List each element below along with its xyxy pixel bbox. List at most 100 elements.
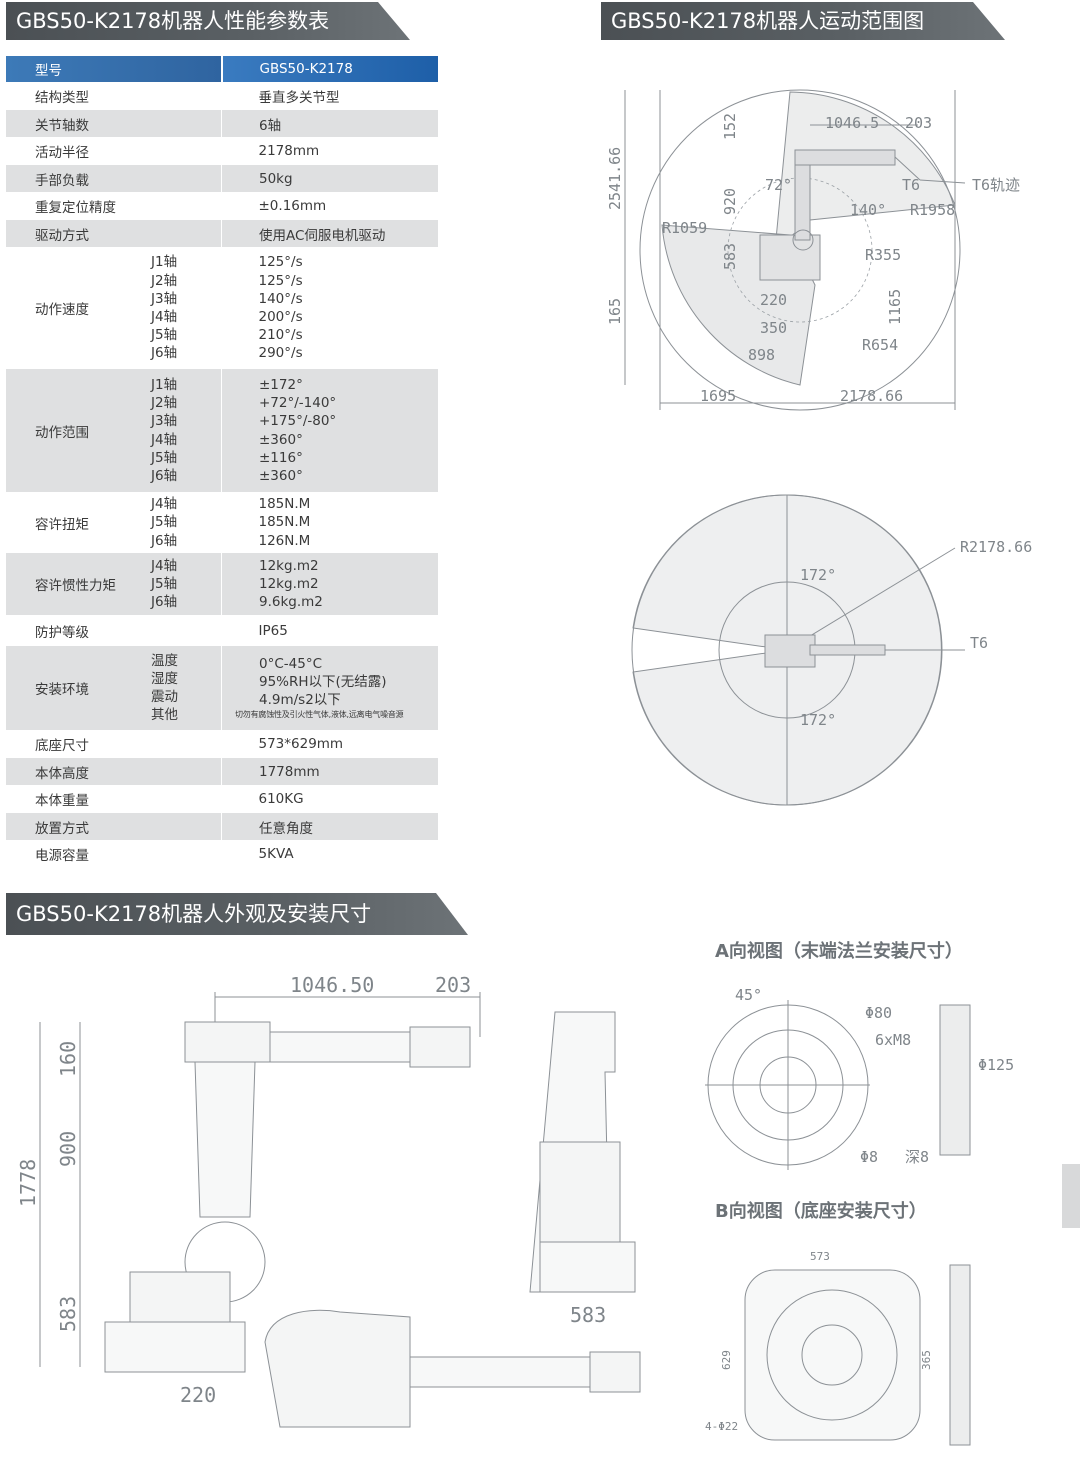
spec-value: 1778mm — [221, 758, 438, 785]
axis-label: J1轴 — [151, 376, 178, 393]
spec-label: 手部负载 — [6, 165, 222, 192]
top-range-diagram: R2178.66 172° 172° T6 — [631, 494, 1032, 806]
spec-value: 垂直多关节型 — [258, 90, 340, 106]
spec-label: 关节轴数 — [6, 110, 222, 137]
env-item-list: 温度 湿度 震动 其他 — [151, 646, 222, 730]
dim-label: 2178.66 — [840, 387, 903, 405]
dim-label: R355 — [865, 246, 901, 264]
spec-value: 6轴 — [221, 110, 438, 137]
spec-table: 型号 GBS50-K2178 结构类型 垂直多关节型 关节轴数 6轴 活动半径 … — [6, 56, 438, 868]
spec-label: 活动半径 — [35, 145, 89, 161]
spec-label: 防护等级 — [35, 624, 89, 641]
axis-list: J4轴 J5轴 J6轴 — [151, 553, 222, 615]
dim-label: 220 — [760, 291, 787, 309]
dim-label: 920 — [721, 188, 739, 215]
spec-row: 手部负载 50kg — [6, 165, 438, 192]
spec-label: 容许惯性力矩 — [6, 553, 151, 615]
dim-label: 350 — [760, 319, 787, 337]
axis-label: J2轴 — [151, 395, 178, 412]
spec-row: 驱动方式 使用AC伺服电机驱动 — [6, 220, 438, 247]
spec-label: 安装环境 — [6, 646, 151, 730]
spec-value: 5KVA — [258, 846, 294, 862]
value-list: ±172° +72°/-140° +175°/-80° ±360° ±116° … — [221, 369, 438, 492]
axis-list: J1轴 J2轴 J3轴 J4轴 J5轴 J6轴 — [151, 247, 222, 369]
axis-value: 12kg.m2 — [259, 557, 319, 574]
axis-label: J4轴 — [151, 431, 178, 448]
spec-label: 动作范围 — [6, 369, 151, 492]
spec-row: 关节轴数 6轴 — [6, 110, 438, 137]
appearance-drawing: 1046.50 203 160 900 1778 583 220 583 — [16, 973, 641, 1428]
dim-label: 1046.5 — [825, 114, 879, 132]
dim-label: 203 — [905, 114, 932, 132]
axis-value: 210°/s — [258, 327, 303, 344]
spec-value: 使用AC伺服电机驱动 — [221, 220, 438, 247]
spec-label: 重复定位精度 — [35, 200, 116, 216]
dim-label: R1059 — [662, 219, 707, 237]
axis-label: J4轴 — [151, 496, 178, 513]
range-heading: GBS50-K2178机器人运动范围图 — [601, 2, 1005, 40]
axis-value: 185N.M — [258, 514, 311, 531]
axis-value: ±360° — [259, 431, 303, 448]
dim-label: 4-Φ22 — [705, 1420, 738, 1433]
axis-value: 125°/s — [258, 272, 303, 289]
spec-value: 50kg — [221, 165, 438, 192]
dim-label: R2178.66 — [960, 538, 1032, 556]
value-list: 185N.M 185N.M 126N.M — [222, 492, 439, 553]
dim-label: 573 — [810, 1250, 830, 1263]
spec-heading: GBS50-K2178机器人性能参数表 — [6, 2, 410, 40]
spec-label: 本体高度 — [6, 758, 222, 785]
env-value-list: 0°C-45°C 95%RH以下(无结露) 4.9m/s2以下 切勿有腐蚀性及引… — [221, 646, 438, 730]
env-value: 95%RH以下(无结露) — [259, 673, 387, 690]
axis-label: J5轴 — [151, 449, 178, 466]
side-scroll-tab[interactable] — [1062, 1164, 1080, 1228]
dim-label: 152 — [721, 113, 739, 140]
dim-label: 深8 — [905, 1148, 929, 1166]
spec-row: 底座尺寸 573*629mm — [6, 730, 438, 758]
spec-row: 防护等级 IP65 — [6, 615, 438, 646]
axis-value: 140°/s — [258, 290, 303, 307]
spec-row: 结构类型 垂直多关节型 — [6, 82, 438, 110]
env-value: 4.9m/s2以下 — [259, 692, 341, 709]
dim-label: 160 — [56, 1041, 80, 1077]
spec-row-inertia: 容许惯性力矩 J4轴 J5轴 J6轴 12kg.m2 12kg.m2 9.6kg… — [6, 553, 438, 615]
env-item: 其他 — [151, 707, 178, 724]
spec-value: 610KG — [258, 791, 304, 807]
axis-label: J6轴 — [151, 532, 178, 549]
spec-value: IP65 — [258, 622, 288, 639]
spec-value: 任意角度 — [221, 813, 438, 840]
axis-value: ±360° — [259, 467, 303, 484]
axis-value: 9.6kg.m2 — [259, 594, 323, 611]
dim-label: 898 — [748, 346, 775, 364]
dim-label: 72° — [765, 176, 792, 194]
axis-value: 126N.M — [258, 532, 311, 549]
axis-value: ±116° — [259, 449, 303, 466]
dim-label: 165 — [606, 298, 624, 325]
spec-row: 活动半径 2178mm — [6, 137, 438, 165]
value-list: 12kg.m2 12kg.m2 9.6kg.m2 — [221, 553, 438, 615]
env-item: 震动 — [151, 689, 178, 705]
dim-label: 1165 — [886, 289, 904, 325]
axis-label: J1轴 — [151, 254, 178, 271]
view-b-title: B向视图（底座安装尺寸） — [715, 1200, 927, 1222]
dim-label: Φ8 — [860, 1148, 878, 1166]
spec-row: 电源容量 5KVA — [6, 840, 438, 868]
spec-label: 本体重量 — [35, 793, 89, 809]
spec-row-range: 动作范围 J1轴 J2轴 J3轴 J4轴 J5轴 J6轴 ±172° +72°/… — [6, 369, 438, 492]
axis-list: J4轴 J5轴 J6轴 — [151, 492, 222, 553]
dim-label: R1958 — [910, 201, 955, 219]
env-item: 温度 — [151, 652, 178, 669]
spec-label: 底座尺寸 — [35, 738, 89, 754]
env-value: 切勿有腐蚀性及引火性气体,液体,远离电气噪音源 — [235, 710, 404, 720]
spec-row-environment: 安装环境 温度 湿度 震动 其他 0°C-45°C 95%RH以下(无结露) 4… — [6, 646, 438, 730]
dim-label: T6轨迹 — [972, 176, 1020, 194]
spec-label: 放置方式 — [6, 813, 222, 840]
spec-row-model: 型号 GBS50-K2178 — [6, 56, 438, 82]
spec-label: 型号 — [6, 56, 222, 82]
axis-label: J2轴 — [151, 272, 178, 289]
axis-value: 290°/s — [258, 345, 303, 362]
spec-label: 电源容量 — [35, 848, 89, 864]
spec-row: 本体重量 610KG — [6, 785, 438, 813]
flange-view-a: A向视图（末端法兰安装尺寸） 45° Φ80 6xM8 Φ125 Φ8 深8 — [705, 940, 1014, 1170]
dim-label: 6xM8 — [875, 1031, 911, 1049]
view-a-title: A向视图（末端法兰安装尺寸） — [715, 940, 963, 962]
